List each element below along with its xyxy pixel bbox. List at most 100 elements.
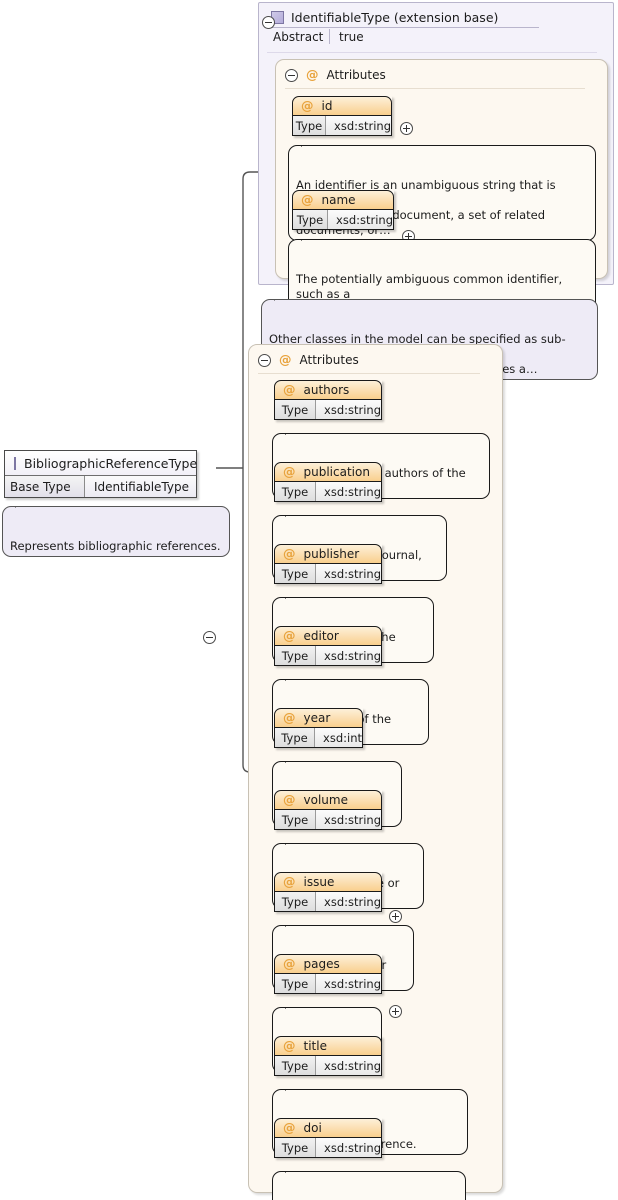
attribute-name-row: @ year: [274, 708, 363, 728]
attribute-name: pages: [303, 957, 340, 971]
extension-base-title-rule: [271, 27, 539, 28]
bubble-notch: [285, 1084, 297, 1091]
extension-base-abstract-row: Abstract true: [273, 29, 364, 44]
attribute-name-row: @ issue: [274, 872, 382, 892]
attribute-node-doi[interactable]: @ doi Type xsd:string: [274, 1118, 382, 1158]
attribute-name: issue: [303, 875, 335, 889]
attribute-name-row: @ authors: [274, 380, 382, 400]
at-sign-icon: @: [283, 627, 296, 643]
attribute-type-label: Type: [275, 1138, 317, 1157]
at-sign-icon: @: [306, 66, 319, 82]
attribute-node-id[interactable]: @ id Type xsd:string: [292, 96, 392, 136]
attribute-documentation-doi: The DOI of the referenced publication.: [272, 1171, 466, 1200]
attribute-type-row: Type xsd:string: [274, 1138, 382, 1158]
extension-base-title: IdentifiableType (extension base): [291, 9, 499, 25]
main-type-documentation: Represents bibliographic references.: [2, 506, 230, 557]
attribute-type-row: Type xsd:int: [274, 728, 363, 748]
attribute-type-row: Type xsd:string: [274, 482, 382, 502]
main-type-name: BibliographicReferenceType: [24, 455, 198, 471]
attribute-type-row: Type xsd:string: [274, 1056, 382, 1076]
extension-base-collapse-icon[interactable]: [262, 16, 275, 29]
attribute-name: id: [321, 99, 333, 113]
attributes-collapse-icon[interactable]: [258, 353, 271, 367]
main-type-box[interactable]: BibliographicReferenceType Base Type Ide…: [4, 450, 197, 498]
main-attributes-divider: [258, 373, 480, 374]
attribute-type-label: Type: [275, 892, 317, 911]
attribute-node-title[interactable]: @ title Type xsd:string: [274, 1036, 382, 1076]
attribute-type-row: Type xsd:string: [292, 116, 392, 136]
attribute-type-label: Type: [275, 974, 317, 993]
attribute-node-name[interactable]: @ name Type xsd:string: [292, 190, 394, 230]
base-type-label: Base Type: [5, 476, 85, 497]
attribute-type-label: Type: [275, 564, 317, 583]
attribute-type-value: xsd:string: [316, 974, 381, 993]
bubble-notch: [274, 294, 286, 301]
documentation-text: Represents bibliographic references.: [10, 539, 221, 553]
attribute-name: year: [303, 711, 331, 725]
attribute-name-row: @ publisher: [274, 544, 382, 564]
attribute-type-value: xsd:string: [316, 400, 381, 419]
complex-type-icon: [14, 456, 16, 470]
extension-base-header: IdentifiableType (extension base): [271, 8, 498, 26]
extension-base-attributes-divider: [285, 88, 585, 89]
attribute-type-row: Type xsd:string: [274, 974, 382, 994]
attribute-name-row: @ name: [292, 190, 394, 210]
at-sign-icon: @: [301, 97, 314, 113]
attribute-node-publisher[interactable]: @ publisher Type xsd:string: [274, 544, 382, 584]
attribute-name: publication: [303, 465, 370, 479]
attribute-name: editor: [303, 629, 339, 643]
attribute-type-label: Type: [275, 646, 317, 665]
attribute-name: doi: [303, 1121, 322, 1135]
attribute-type-value: xsd:string: [328, 210, 393, 229]
attribute-name-row: @ publication: [274, 462, 382, 482]
abstract-separator: [329, 29, 330, 44]
bubble-notch: [301, 234, 313, 241]
at-sign-icon: @: [283, 791, 296, 807]
bubble-notch: [285, 920, 297, 927]
attribute-node-year[interactable]: @ year Type xsd:int: [274, 708, 363, 748]
attributes-collapse-icon[interactable]: [285, 68, 298, 82]
at-sign-icon: @: [283, 873, 296, 889]
attribute-name-row: @ id: [292, 96, 392, 116]
attribute-node-issue[interactable]: @ issue Type xsd:string: [274, 872, 382, 912]
main-attributes-header: @ Attributes: [258, 353, 359, 367]
attribute-type-row: Type xsd:string: [274, 564, 382, 584]
attribute-node-volume[interactable]: @ volume Type xsd:string: [274, 790, 382, 830]
attribute-expand-icon-issue[interactable]: [389, 1005, 402, 1018]
attribute-type-value: xsd:string: [316, 482, 381, 501]
abstract-value: true: [339, 29, 364, 44]
attribute-type-value: xsd:string: [326, 116, 391, 135]
attribute-name-row: @ volume: [274, 790, 382, 810]
attribute-node-editor[interactable]: @ editor Type xsd:string: [274, 626, 382, 666]
attribute-name: authors: [303, 383, 350, 397]
bubble-notch: [285, 1002, 297, 1009]
attribute-type-row: Type xsd:string: [274, 810, 382, 830]
attribute-type-label: Type: [275, 810, 317, 829]
attribute-node-pages[interactable]: @ pages Type xsd:string: [274, 954, 382, 994]
attribute-node-authors[interactable]: @ authors Type xsd:string: [274, 380, 382, 420]
main-type-base-row: Base Type IdentifiableType: [5, 476, 196, 497]
attribute-name: name: [321, 193, 356, 207]
at-sign-icon: @: [283, 709, 296, 725]
attribute-type-row: Type xsd:string: [274, 646, 382, 666]
attribute-name: volume: [303, 793, 348, 807]
attribute-type-row: Type xsd:string: [292, 210, 394, 230]
attribute-node-publication[interactable]: @ publication Type xsd:string: [274, 462, 382, 502]
attribute-type-label: Type: [293, 210, 329, 229]
at-sign-icon: @: [283, 1037, 296, 1053]
bubble-notch: [301, 140, 313, 147]
bubble-notch: [15, 501, 27, 508]
attribute-name-row: @ pages: [274, 954, 382, 974]
attribute-name-row: @ title: [274, 1036, 382, 1056]
attribute-type-label: Type: [275, 482, 317, 501]
attribute-expand-icon-volume[interactable]: [389, 910, 402, 923]
extension-base-divider: [267, 52, 597, 53]
attribute-name: publisher: [303, 547, 360, 561]
attribute-type-value: xsd:string: [316, 1056, 381, 1075]
attribute-expand-icon-id[interactable]: [400, 122, 413, 135]
attributes-label: Attributes: [326, 68, 386, 82]
at-sign-icon: @: [283, 545, 296, 561]
main-type-collapse-icon[interactable]: [203, 631, 216, 644]
main-type-title-row: BibliographicReferenceType: [5, 451, 198, 476]
